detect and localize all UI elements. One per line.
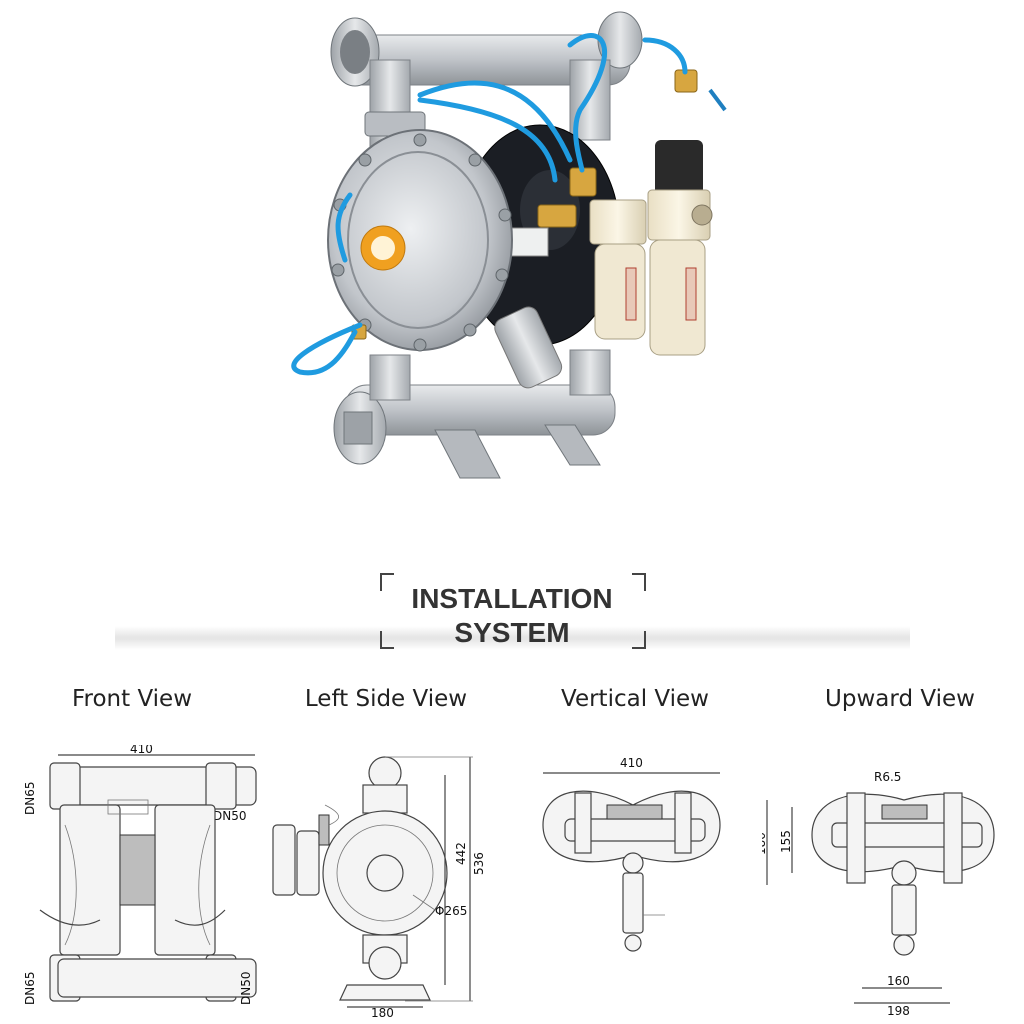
upward-view-label: Upward View	[825, 686, 975, 712]
brass-fittings	[351, 69, 698, 340]
left-height-outer: 536	[472, 852, 486, 875]
bracket-bottom-left	[380, 631, 394, 649]
upward-depth-outer: 180	[762, 832, 768, 855]
strainer	[494, 306, 563, 389]
left-base-dim: 180	[371, 1006, 394, 1017]
filter-regulator	[589, 140, 713, 356]
front-view-drawing: 410 DN65 DN50 DN65 DN50	[23, 745, 257, 1006]
valve-handle-icon	[708, 88, 727, 112]
left-diameter: Φ265	[435, 904, 467, 918]
vertical-view-label: Vertical View	[561, 686, 709, 712]
upward-depth-inner: 155	[779, 830, 793, 853]
air-hoses	[291, 33, 688, 376]
front-dn50-bottom: DN50	[239, 972, 253, 1006]
vertical-view-drawing: 410	[542, 756, 721, 952]
upward-base-outer: 198	[887, 1004, 910, 1017]
bracket-top-right	[632, 573, 646, 591]
upward-view-drawing: R6.5 180 155 160 198	[762, 770, 995, 1017]
vertical-width-dim: 410	[620, 756, 643, 770]
bottom-manifold	[333, 349, 616, 479]
left-side-view-label: Left Side View	[304, 686, 468, 712]
left-chamber	[327, 129, 513, 352]
front-dn50-top: DN50	[213, 809, 247, 823]
left-side-view-drawing: 442 536 Φ265 180	[272, 756, 486, 1017]
front-dn65-top: DN65	[23, 782, 37, 816]
section-title-line2: SYSTEM	[454, 617, 570, 648]
bracket-bottom-right	[632, 631, 646, 649]
product-photo	[291, 11, 727, 479]
front-dn65-bottom: DN65	[23, 972, 37, 1006]
bracket-top-left	[380, 573, 394, 591]
left-height-inner: 442	[454, 842, 468, 865]
title-band	[115, 626, 910, 650]
upward-base-inner: 160	[887, 974, 910, 988]
front-view-label: Front View	[71, 686, 193, 712]
upward-radius: R6.5	[874, 770, 901, 784]
front-width-dim: 410	[130, 745, 153, 756]
section-title-line1: INSTALLATION	[411, 583, 613, 614]
